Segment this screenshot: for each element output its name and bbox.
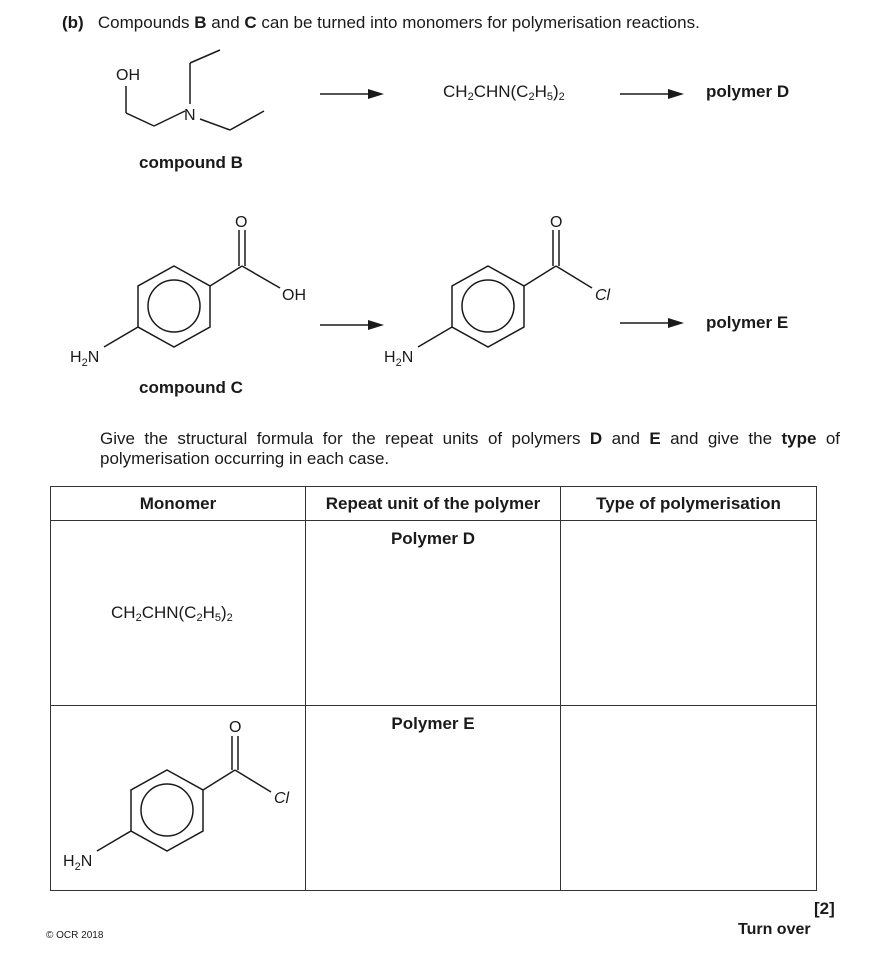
question-label: (b) [62,13,84,32]
monomer-e-cell: O Cl H2N [50,705,306,891]
monomer-d-formula: CH2CHN(C2H5)2 [443,82,565,103]
intro-text-1: Compounds [97,13,195,32]
turn-over-text: Turn over [738,921,811,938]
compound-b-n: N [184,107,196,124]
arrow-b-to-monomer [320,89,384,99]
instruction-text: Give the structural formula for the repe… [100,429,841,468]
compound-b-oh: OH [116,67,140,84]
intro-text-2: and [206,13,245,32]
table-acyl-cl: Cl [274,790,290,807]
polymer-e-label: polymer E [706,313,789,332]
acyl-chloride-cl: Cl [595,287,611,304]
header-monomer: Monomer [50,486,306,521]
polymer-e-title: Polymer E [391,714,475,733]
repeat-unit-d-answer[interactable]: Polymer D [305,520,561,706]
table-header-row: Monomer Repeat unit of the polymer Type … [50,486,817,521]
arrow-c-to-acyl-chloride [320,320,384,330]
monomer-d-cell: CH2CHN(C2H5)2 [50,520,306,706]
intro-compound-c: C [244,13,257,32]
arrow-acyl-chloride-to-polymer-e [620,318,684,328]
copyright-text: © OCR 2018 [46,930,104,941]
header-type: Type of polymerisation [560,486,817,521]
table-row-polymer-e: O Cl H2N Polymer E [50,705,817,891]
polymer-d-title: Polymer D [390,529,476,548]
compound-c-structure: O OH H2N O Cl H2N [70,214,684,369]
intro-text-3: can be turned into monomers for polymeri… [256,13,700,32]
table-monomer-d-formula: CH2CHN(C2H5)2 [111,603,233,624]
arrow-monomer-to-polymer-d [620,89,684,99]
compound-c-h2n: H2N [70,349,99,369]
compound-c-o: O [235,214,247,231]
compound-c-oh: OH [282,287,306,304]
type-d-answer[interactable] [560,520,817,706]
compound-b-label: compound B [139,153,243,172]
compound-b-structure: OH N [116,49,684,131]
compound-c-label: compound C [139,378,243,397]
table-row-polymer-d: CH2CHN(C2H5)2 Polymer D [50,520,817,706]
answer-table: Monomer Repeat unit of the polymer Type … [50,486,817,891]
header-repeat-unit: Repeat unit of the polymer [305,486,561,521]
acyl-chloride-o: O [550,214,562,231]
table-acyl-h2n: H2N [63,853,92,873]
question-intro: (b) Compounds B and C can be turned into… [62,13,700,33]
repeat-unit-e-answer[interactable]: Polymer E [305,705,561,891]
table-acyl-chloride-structure: O Cl H2N [63,719,290,873]
polymer-d-label: polymer D [706,82,790,101]
acyl-chloride-h2n: H2N [384,349,413,369]
type-e-answer[interactable] [560,705,817,891]
marks-indicator: [2] [814,899,835,918]
intro-compound-b: B [194,13,207,32]
table-acyl-o: O [229,719,241,736]
